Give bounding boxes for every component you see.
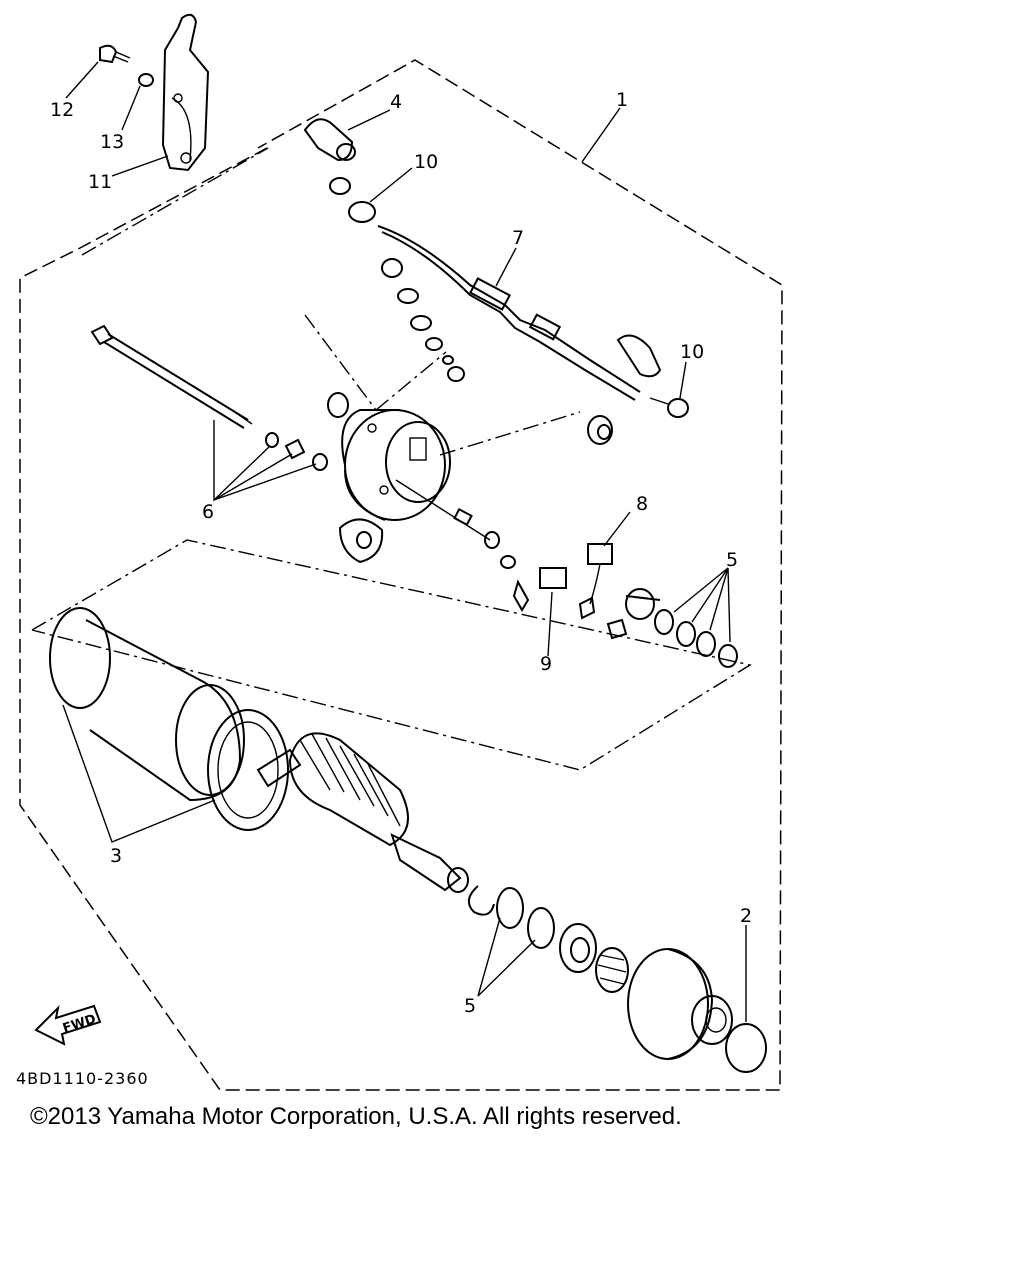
clips-group [265,432,328,471]
rear-cover [627,948,733,1060]
bracket-assembly [99,13,210,172]
wire-lead-assembly [303,118,689,418]
bushings [338,415,613,564]
shim-washers-bottom [467,885,555,949]
brush-set [484,531,661,640]
front-cover [327,392,491,541]
copyright-notice: ©2013 Yamaha Motor Corporation, U.S.A. A… [30,1103,682,1130]
label-part-6: 6 [202,501,214,523]
armature [256,732,469,893]
label-part-5-top: 5 [726,549,738,571]
bearings [559,923,629,993]
label-part-11: 11 [88,171,112,193]
shim-washers-top [654,609,738,668]
yoke-housing [49,607,289,831]
assembly-boundary [19,59,783,1091]
label-part-3: 3 [110,845,122,867]
starter-motor-diagram: 1 2 3 4 5 5 6 7 8 9 10 10 11 12 13 FWD 4… [16,13,783,1091]
o-ring [725,1023,767,1073]
leader-lines [62,61,747,1022]
label-part-2: 2 [740,905,752,927]
fwd-arrow-icon: FWD [34,1004,102,1046]
label-part-10-top: 10 [414,151,438,173]
label-part-7: 7 [512,227,524,249]
label-part-5-bottom: 5 [464,995,476,1017]
label-part-1: 1 [616,89,628,111]
diagram-code: 4BD1110-2360 [16,1069,149,1088]
upper-plane-outline [81,147,269,256]
label-part-4: 4 [390,91,402,113]
label-part-8: 8 [636,493,648,515]
label-part-12: 12 [50,99,74,121]
label-part-9: 9 [540,653,552,675]
brush-plate-plane-outline [31,539,752,771]
label-part-13: 13 [100,131,124,153]
label-part-10-right: 10 [680,341,704,363]
washer-stack [381,258,465,382]
through-bolt [90,324,253,429]
